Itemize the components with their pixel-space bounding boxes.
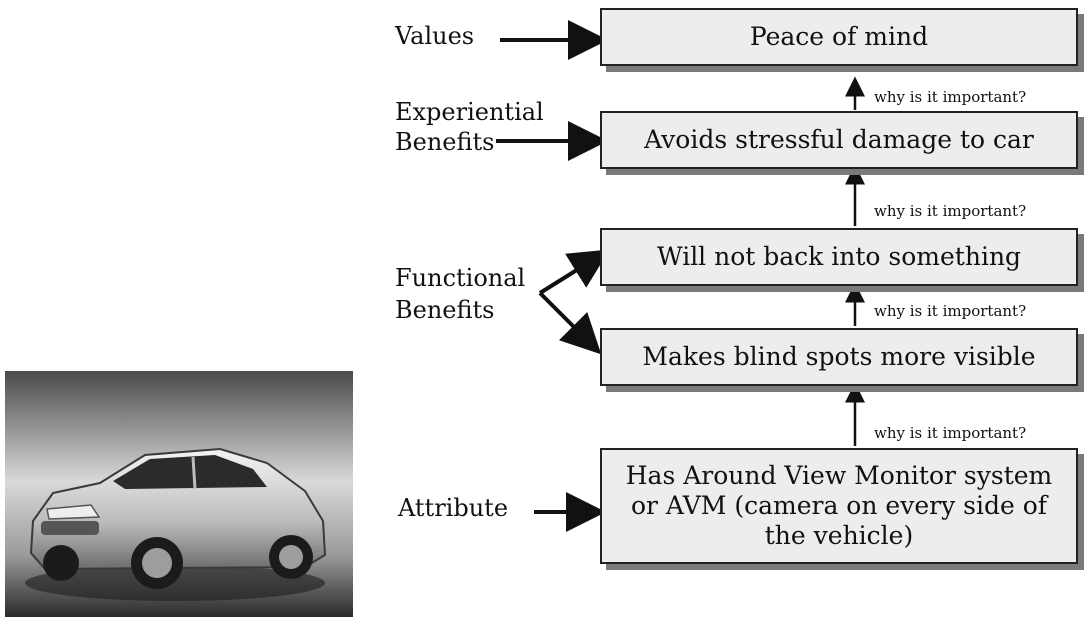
box-avm-line1: Has Around View Monitor system — [625, 461, 1053, 490]
box-avm-line2: or AVM (camera on every side of — [630, 491, 1048, 520]
box-will-not-text: Will not back into something — [656, 242, 1022, 271]
box-avm: Has Around View Monitor system or AVM (c… — [600, 448, 1078, 564]
box-peace-of-mind: Peace of mind — [600, 8, 1078, 66]
attribute-label: Attribute — [398, 494, 509, 522]
why-label-1: why is it important? — [874, 88, 1027, 106]
box-peace-text: Peace of mind — [749, 22, 929, 51]
functional-label-line2: Benefits — [395, 296, 495, 324]
why-label-4: why is it important? — [874, 424, 1027, 442]
functional-arrow-down — [538, 291, 602, 355]
box-avoids-text: Avoids stressful damage to car — [644, 125, 1034, 154]
functional-arrow-up — [538, 249, 610, 295]
functional-label-line1: Functional — [395, 264, 526, 292]
values-label: Values — [395, 22, 475, 50]
box-blind-spots-text: Makes blind spots more visible — [642, 342, 1036, 371]
box-avm-line3: the vehicle) — [764, 521, 914, 550]
box-blind-spots: Makes blind spots more visible — [600, 328, 1078, 386]
car-photo — [5, 371, 353, 617]
why-label-3: why is it important? — [874, 302, 1027, 320]
experiential-label-line2: Benefits — [395, 128, 495, 156]
experiential-label-line1: Experiential — [395, 98, 544, 126]
box-will-not-back: Will not back into something — [600, 228, 1078, 286]
why-label-2: why is it important? — [874, 202, 1027, 220]
box-avoids-damage: Avoids stressful damage to car — [600, 111, 1078, 169]
